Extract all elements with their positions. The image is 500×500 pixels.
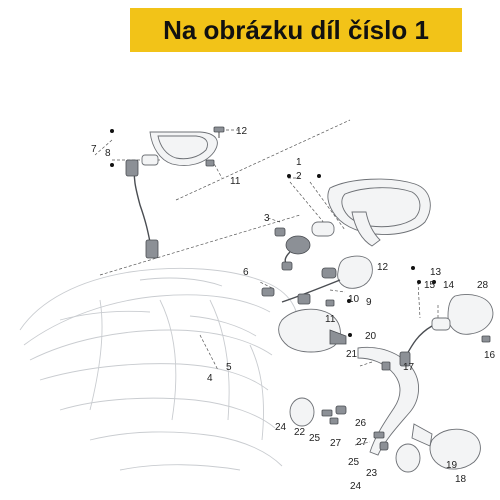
callout-25-upper: 25 (309, 433, 321, 444)
callout-19: 19 (446, 460, 458, 471)
clip-17 (381, 361, 391, 371)
callout-21: 21 (346, 349, 358, 360)
bolt-3 (274, 227, 286, 237)
callout-3: 3 (264, 213, 270, 224)
callout-13: 13 (430, 267, 442, 278)
right-indicator-18 (411, 423, 481, 470)
callout-9: 9 (366, 297, 372, 308)
callout-dots (110, 129, 436, 337)
callout-22: 22 (294, 427, 306, 438)
callout-16: 16 (484, 350, 496, 361)
callout-17: 17 (403, 362, 415, 373)
bulb-holder-2 (281, 221, 335, 271)
callout-15: 15 (424, 280, 436, 291)
callout-2: 2 (296, 171, 302, 182)
callout-11-mid: 11 (325, 314, 336, 325)
callout-7: 7 (91, 144, 97, 155)
callout-20: 20 (365, 331, 377, 342)
reflector-24-left (289, 397, 315, 427)
front-light-unit (149, 131, 218, 166)
callout-23: 23 (366, 468, 378, 479)
callout-8: 8 (105, 148, 111, 159)
callout-28: 28 (477, 280, 489, 291)
tail-light-assembly (327, 178, 431, 247)
left-indicator-20 (278, 308, 347, 353)
screw-16 (481, 335, 491, 343)
callout-24-left: 24 (275, 422, 287, 433)
callout-10: 10 (348, 294, 360, 305)
callout-12-mid: 12 (377, 262, 389, 273)
licence-plate-holder (357, 346, 419, 456)
callout-24-right: 24 (350, 481, 362, 492)
scooter-body-outline (19, 267, 299, 471)
nut-11-top (205, 159, 215, 167)
callout-27-upper: 27 (330, 438, 342, 449)
callout-11-top: 11 (230, 176, 241, 187)
plate-light-28 (399, 294, 494, 367)
reflector-24-right (395, 443, 421, 473)
rear-indicator-9 (281, 255, 373, 305)
callout-1: 1 (296, 157, 302, 168)
fasteners (321, 405, 389, 451)
callout-12-top: 12 (236, 126, 248, 137)
wiring-harness-7 (125, 159, 159, 259)
bulb-socket-8 (141, 154, 159, 166)
callout-4: 4 (207, 373, 213, 384)
screw-12-top (213, 126, 225, 138)
part-number-banner: Na obrázku díl číslo 1 (130, 8, 462, 52)
callout-18: 18 (455, 474, 467, 485)
connector-6 (261, 287, 275, 297)
callout-25-lower: 25 (348, 457, 360, 468)
callout-26: 26 (355, 418, 367, 429)
nut-11-lower (325, 299, 335, 307)
callout-14: 14 (443, 280, 455, 291)
callout-27-lower: 27 (356, 437, 368, 448)
callout-6: 6 (243, 267, 249, 278)
callout-5: 5 (226, 362, 232, 373)
